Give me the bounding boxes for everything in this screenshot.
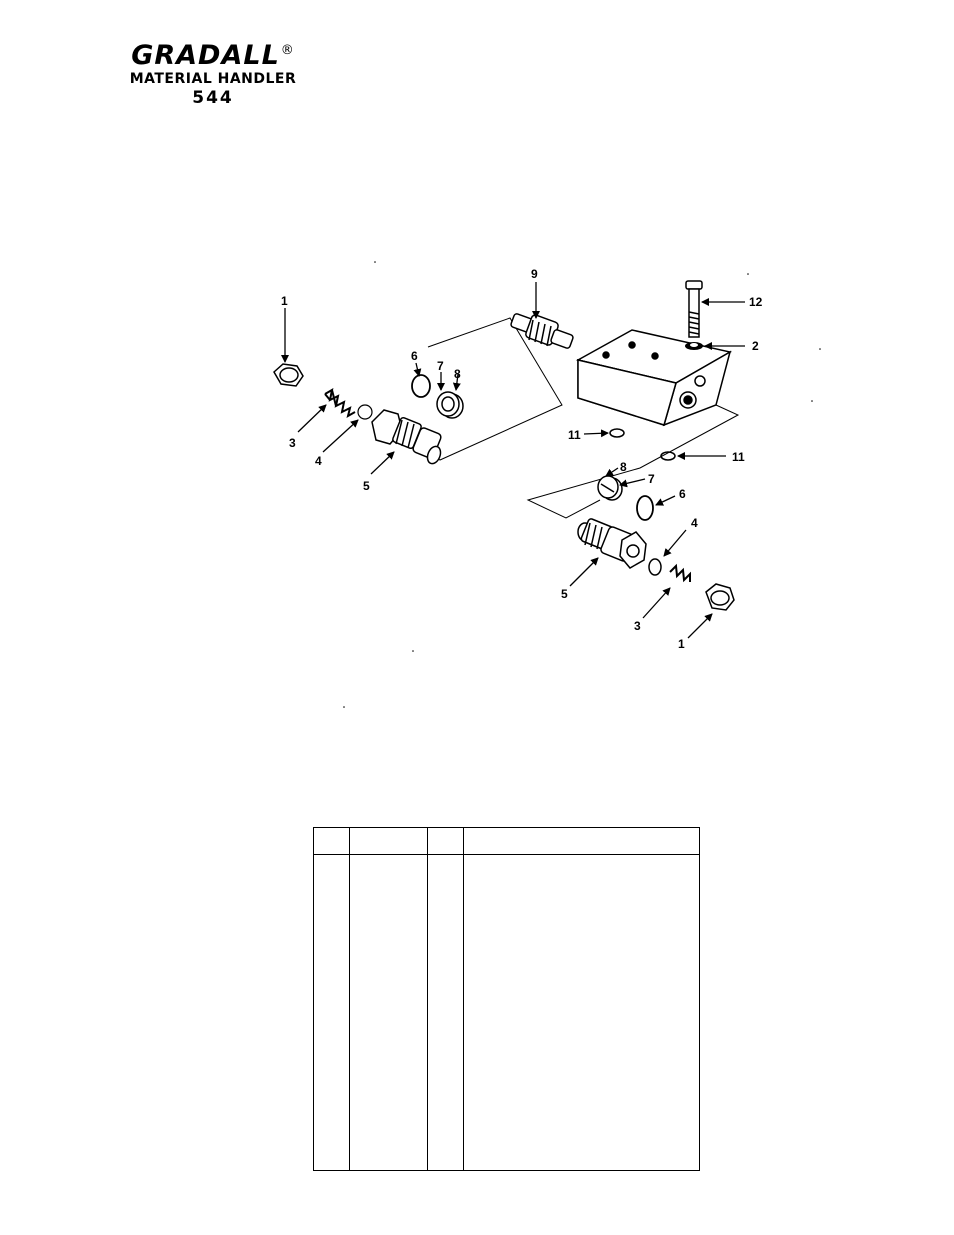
callout-4-upper: 4 bbox=[315, 454, 322, 468]
leader-arrows bbox=[281, 282, 745, 639]
callout-12: 12 bbox=[749, 295, 763, 309]
part-11-oring-left bbox=[609, 428, 625, 438]
callout-7-lower: 7 bbox=[648, 472, 655, 486]
part-1-plug-upper bbox=[273, 363, 304, 387]
qty-cell bbox=[427, 854, 464, 1171]
callout-9: 9 bbox=[531, 267, 538, 281]
lower-assembly-plane bbox=[526, 404, 740, 519]
callout-5-upper: 5 bbox=[363, 479, 370, 493]
callout-8-upper: 8 bbox=[454, 367, 461, 381]
brand-text: GRADALL bbox=[131, 40, 280, 71]
model-number: 544 bbox=[192, 88, 234, 108]
part-1-plug-lower bbox=[705, 583, 735, 611]
callout-11-right: 11 bbox=[732, 450, 745, 464]
part-12-bolt bbox=[685, 280, 703, 338]
part-3-spring-upper bbox=[324, 388, 356, 419]
callout-6-upper: 6 bbox=[411, 349, 418, 363]
part-4-ball-lower bbox=[648, 558, 662, 576]
part-4-ball-upper bbox=[357, 404, 373, 420]
part-no-cell bbox=[349, 854, 428, 1171]
part-7-8-seals-lower bbox=[597, 475, 623, 501]
exploded-parts-diagram: 1 3 4 5 6 7 8 9 12 2 11 11 8 7 6 4 5 3 1 bbox=[273, 261, 821, 708]
part-5-valve-upper bbox=[371, 409, 442, 465]
part-3-spring-lower bbox=[669, 563, 691, 583]
callout-2: 2 bbox=[752, 339, 759, 353]
registered-mark: ® bbox=[280, 43, 295, 58]
callout-3-lower: 3 bbox=[634, 619, 641, 633]
brand-logo: GRADALL® MATERIAL HANDLER 544 bbox=[108, 36, 318, 109]
parts-table-header bbox=[313, 827, 700, 855]
valve-block bbox=[575, 329, 733, 427]
part-9-fitting bbox=[510, 313, 574, 349]
callout-1-lower: 1 bbox=[678, 637, 685, 651]
scan-specks bbox=[343, 261, 821, 708]
part-2-washer bbox=[685, 342, 703, 350]
item-no-cell bbox=[313, 854, 350, 1171]
callout-6-lower: 6 bbox=[679, 487, 686, 501]
part-7-8-seals-upper bbox=[436, 391, 464, 419]
callout-11-left: 11 bbox=[568, 428, 581, 442]
part-6-oring-upper bbox=[411, 374, 431, 398]
brand-name: GRADALL® bbox=[108, 36, 318, 71]
callout-8-lower: 8 bbox=[620, 460, 627, 474]
table-row bbox=[313, 854, 700, 1171]
header-qty bbox=[427, 827, 464, 855]
header-part-no bbox=[349, 827, 428, 855]
callout-3-upper: 3 bbox=[289, 436, 296, 450]
callout-5-lower: 5 bbox=[561, 587, 568, 601]
part-11-oring-right bbox=[660, 451, 676, 461]
part-6-oring-lower bbox=[636, 495, 654, 521]
callout-7-upper: 7 bbox=[437, 359, 444, 373]
header-item-no bbox=[313, 827, 350, 855]
product-line: MATERIAL HANDLER bbox=[129, 71, 297, 87]
callout-1-upper: 1 bbox=[281, 294, 288, 308]
header-description bbox=[463, 827, 700, 855]
callout-4-lower: 4 bbox=[691, 516, 698, 530]
part-5-valve-lower bbox=[577, 518, 647, 569]
description-cell bbox=[463, 854, 700, 1171]
parts-list-table bbox=[313, 827, 700, 1171]
